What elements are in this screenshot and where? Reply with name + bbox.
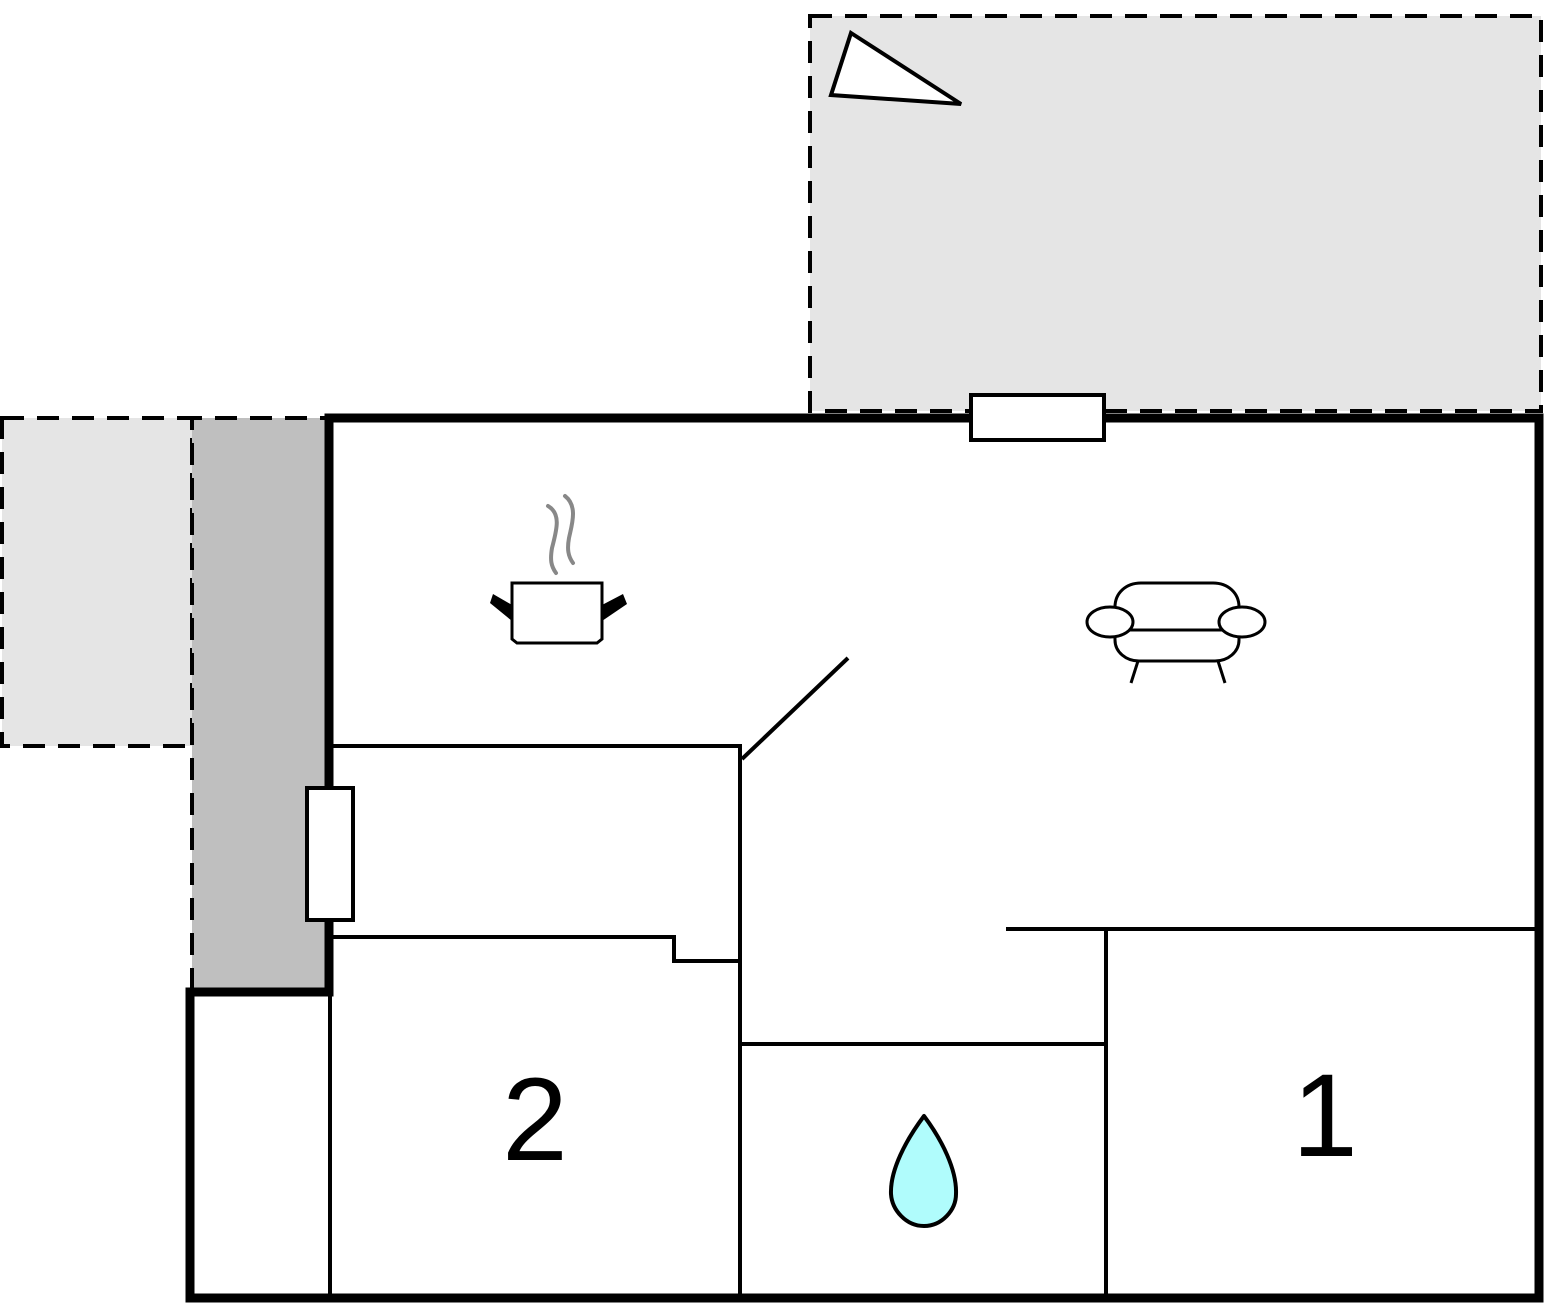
terrace-area xyxy=(808,14,1543,413)
interior-walls xyxy=(328,744,1539,1298)
covered-passage-border xyxy=(190,416,329,990)
cooking-pot-icon xyxy=(490,494,627,645)
sofa-icon xyxy=(1085,581,1267,684)
sun-lounger-icon xyxy=(828,29,963,106)
room-number-2: 2 xyxy=(502,1054,568,1186)
side-terrace-area xyxy=(0,416,194,748)
water-drop-icon xyxy=(888,1114,959,1228)
door-swing xyxy=(740,656,850,761)
window-top xyxy=(969,393,1106,442)
window-left xyxy=(305,786,355,922)
room-number-1: 1 xyxy=(1292,1050,1358,1182)
